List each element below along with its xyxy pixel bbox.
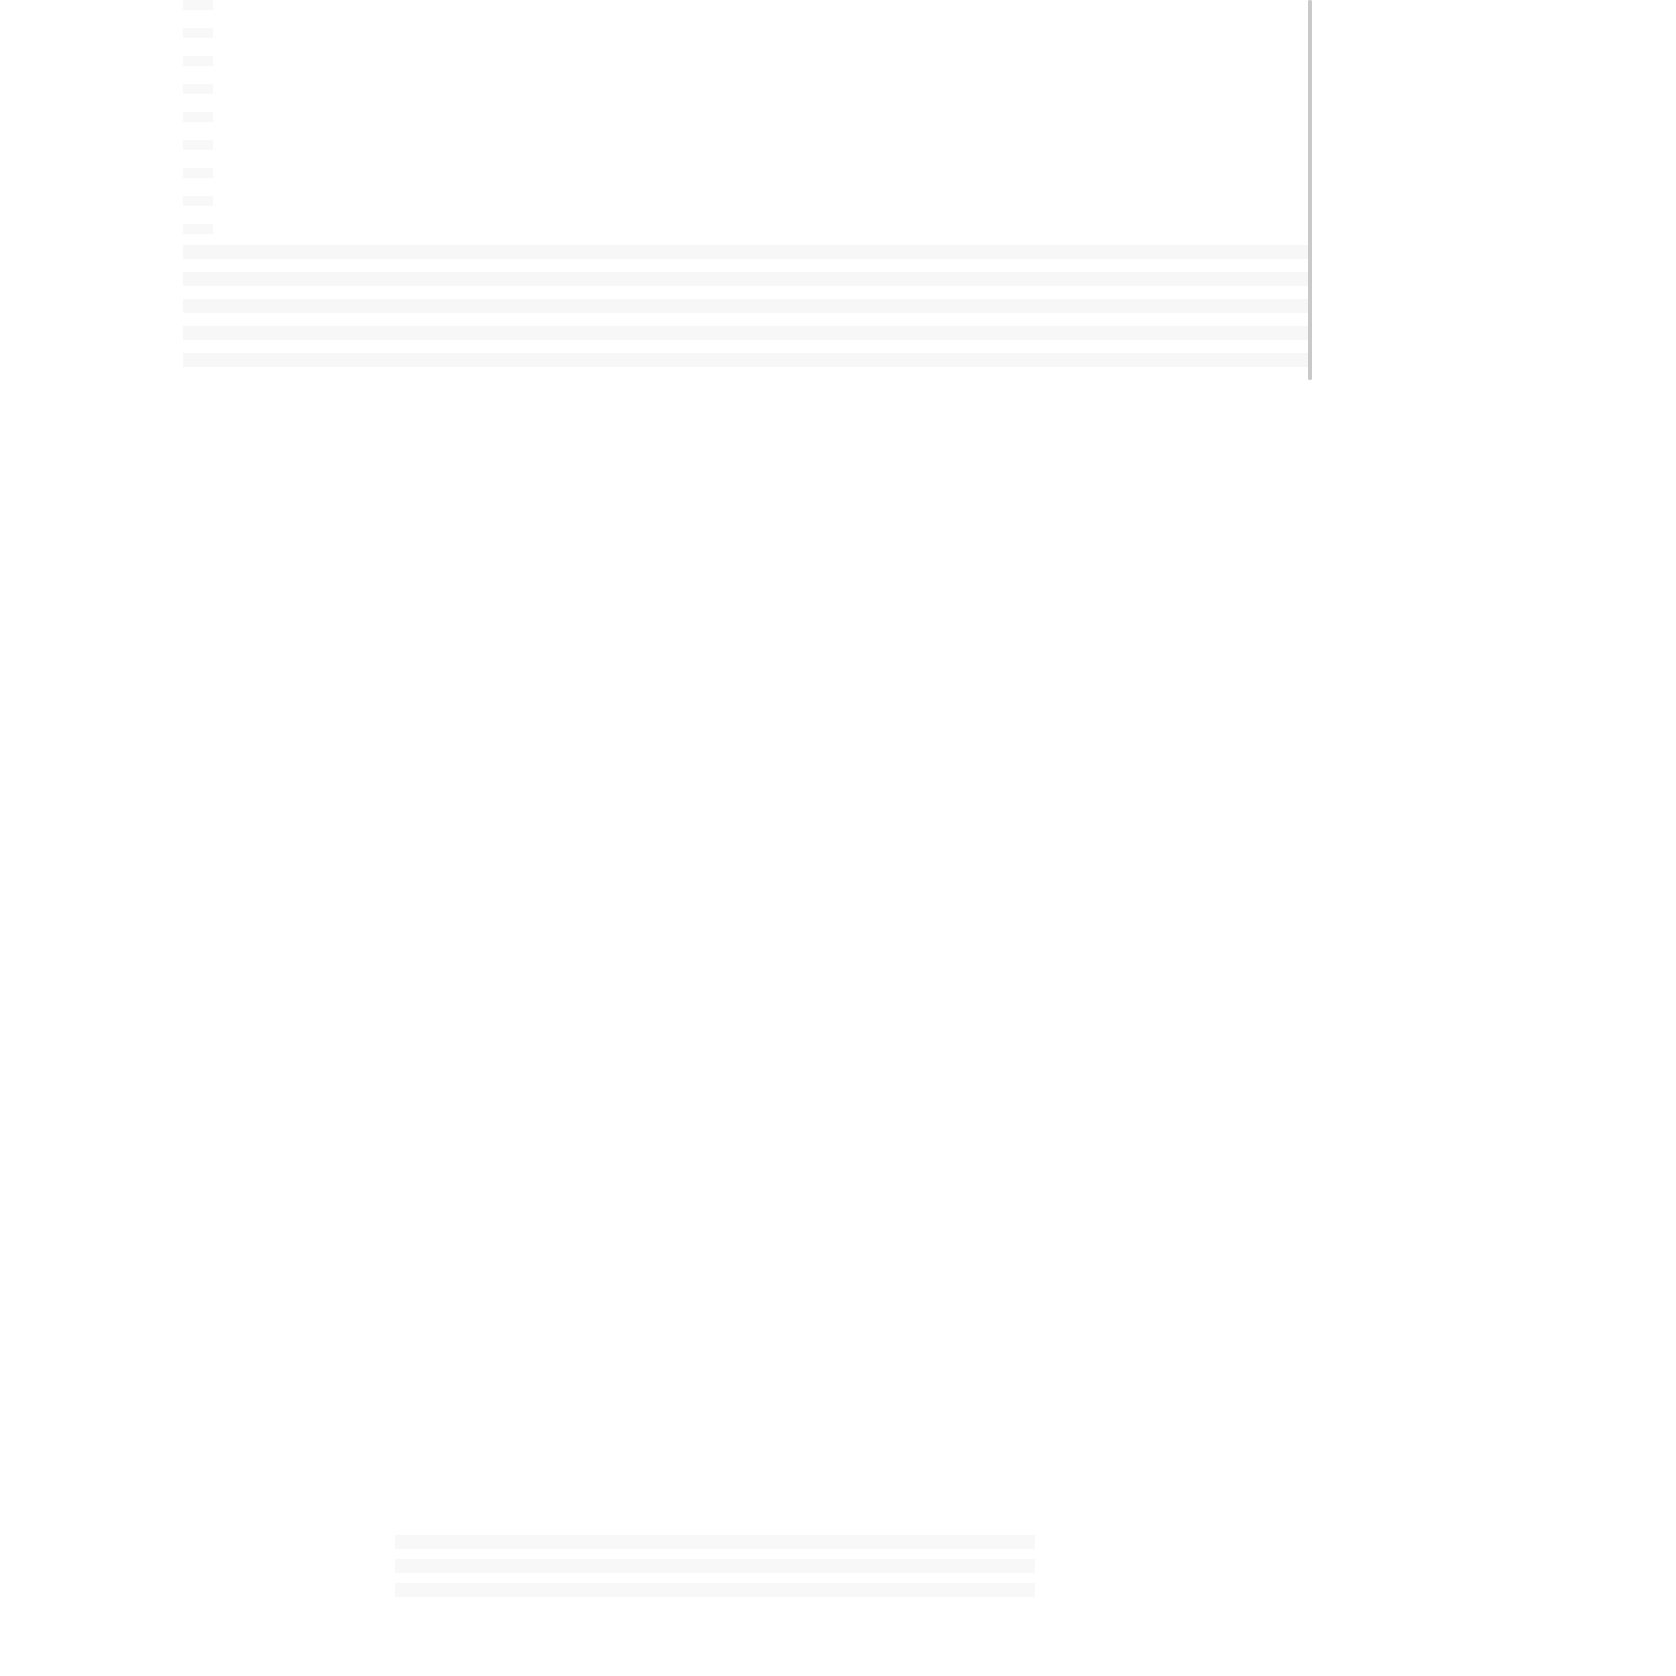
scrollbar-thumb[interactable] (1308, 0, 1312, 380)
faded-content-panel (183, 0, 1309, 380)
faded-vertical-text (183, 0, 213, 250)
vertical-scrollbar[interactable] (1308, 0, 1312, 380)
faded-text-block (183, 245, 1309, 375)
faded-bottom-text (395, 1535, 1035, 1599)
